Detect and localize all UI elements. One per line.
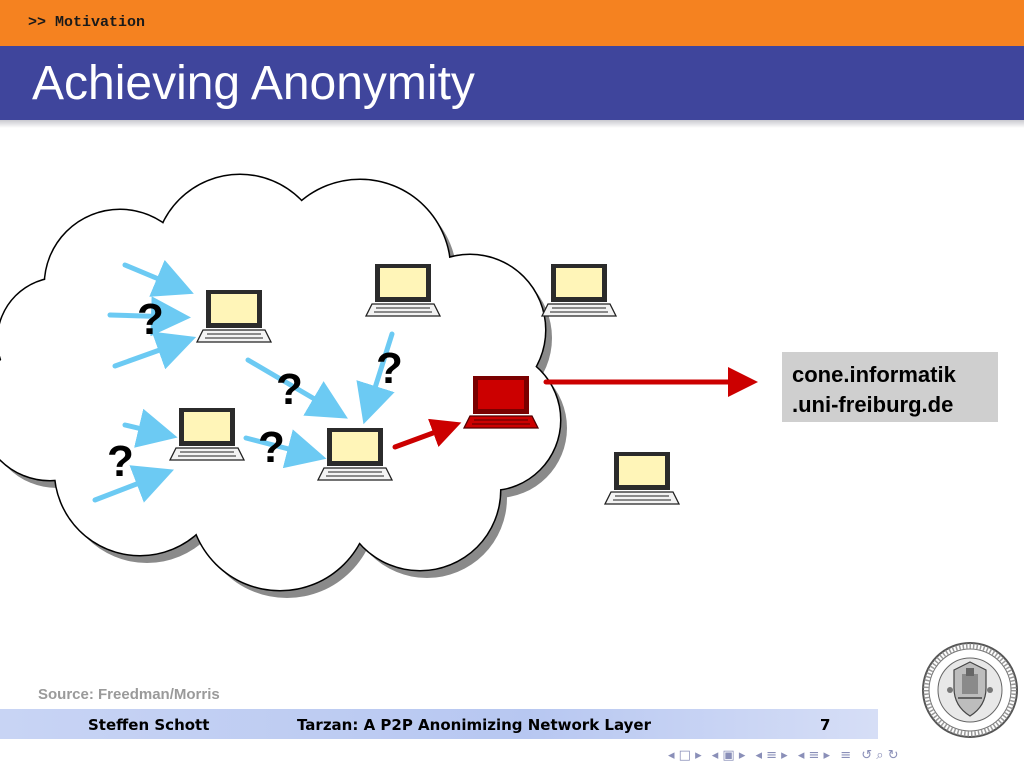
section-bar xyxy=(0,0,1024,46)
destination-host: cone.informatik .uni-freiburg.de xyxy=(782,352,998,422)
footer-bar xyxy=(0,709,878,739)
arrow-blue xyxy=(243,429,327,469)
laptop-icon xyxy=(541,263,617,317)
destination-line-2: .uni-freiburg.de xyxy=(792,392,954,417)
question-mark: ? xyxy=(276,365,303,414)
university-seal-icon xyxy=(922,642,1018,738)
laptop-icon xyxy=(169,407,245,461)
arrow-blue xyxy=(122,259,194,297)
question-mark: ? xyxy=(376,344,403,393)
slide-title: Achieving Anonymity xyxy=(32,57,475,110)
title-bar xyxy=(0,46,1024,120)
arrow-blue xyxy=(122,408,178,448)
arrow-blue xyxy=(107,296,191,337)
arrow-blue xyxy=(245,357,348,419)
laptop-icon xyxy=(196,289,272,343)
arrow-red-to-exit xyxy=(392,418,462,450)
question-mark: ? xyxy=(137,295,164,344)
arrow-blue xyxy=(92,465,175,503)
nav-search-icon[interactable]: ↺ ⌕ ↻ xyxy=(861,748,899,763)
question-mark: ? xyxy=(258,423,285,472)
nav-frame-icon[interactable]: ◂ ▣ ▸ xyxy=(711,748,746,763)
laptop-icon xyxy=(604,451,680,505)
footer-talk-title: Tarzan: A P2P Anonimizing Network Layer xyxy=(297,716,651,734)
arrow-blue xyxy=(356,331,395,425)
title-shadow xyxy=(0,120,1024,128)
arrow-blue xyxy=(112,331,197,370)
nav-first-icon[interactable]: ◂ □ ▸ xyxy=(668,748,702,763)
laptop-red-icon xyxy=(462,376,540,429)
question-mark: ? xyxy=(107,437,134,486)
destination-line-1: cone.informatik xyxy=(792,362,956,387)
navigation-bar: ◂ □ ▸ ◂ ▣ ▸ ◂ ≡ ▸ ◂ ≡ ▸ ≡ ↺ ⌕ ↻ xyxy=(668,748,905,766)
source-credit: Source: Freedman/Morris xyxy=(38,686,220,703)
laptop-icon xyxy=(365,263,441,317)
nav-subsection-icon[interactable]: ◂ ≡ ▸ xyxy=(755,748,788,763)
section-label: >> Motivation xyxy=(28,14,146,31)
laptop-icon xyxy=(317,427,393,481)
footer-page-number: 7 xyxy=(820,716,831,734)
footer-author: Steffen Schott xyxy=(88,716,210,734)
nav-section-icon[interactable]: ◂ ≡ ▸ xyxy=(797,748,831,763)
nav-align-icon[interactable]: ≡ xyxy=(840,748,852,763)
